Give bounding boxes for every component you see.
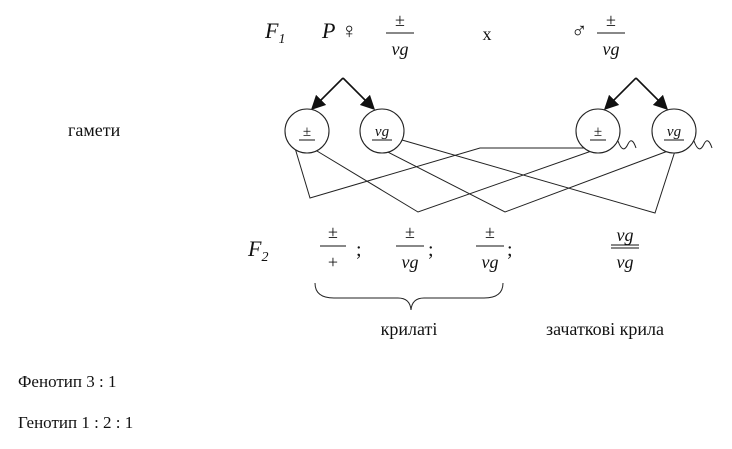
combination-line-1 — [294, 147, 600, 199]
male-symbol: ♂ — [571, 18, 588, 43]
arrow-female-to-gamete-1 — [310, 77, 344, 111]
male-top-allele: ± — [606, 10, 616, 30]
female-gamete-vg-circle — [359, 108, 405, 154]
meiosis-arrows — [310, 77, 669, 111]
cross-sign: x — [483, 24, 492, 44]
genotype-1-separator: ; — [356, 239, 362, 261]
offspring-genotype-3: ± vg ; — [476, 222, 513, 272]
gametes-row: гамети ± vg ± vg — [68, 108, 713, 154]
phenotype-ratio: Фенотип 3 : 1 — [18, 372, 117, 391]
parents-row: F1 P ♀ ± vg x ♂ ± vg — [264, 10, 625, 59]
female-gamete-vg: vg — [359, 108, 405, 154]
female-symbol: ♀ — [341, 18, 358, 43]
winged-phenotype-label: крилаті — [381, 319, 438, 339]
sperm-tail-1 — [617, 140, 637, 150]
offspring-genotype-4: vg vg — [611, 225, 639, 272]
female-gamete-plus-allele: ± — [303, 124, 311, 140]
female-gamete-vg-allele: vg — [375, 124, 390, 140]
vestigial-phenotype-label: зачаткові крила — [546, 319, 664, 339]
genotype-1-top: ± — [328, 222, 338, 242]
fertilization-lines — [294, 139, 677, 214]
offspring-genotype-1: ± + ; — [320, 222, 362, 272]
genotype-2-top: ± — [405, 222, 415, 242]
genotype-4-top: vg — [617, 225, 634, 245]
f2-generation-label: F2 — [247, 236, 268, 265]
male-gamete-vg: vg — [651, 108, 713, 154]
female-bottom-allele: vg — [392, 39, 409, 59]
winged-group-brace — [314, 282, 504, 311]
genotype-ratio: Генотип 1 : 2 : 1 — [18, 413, 134, 432]
male-gamete-plus: ± — [575, 108, 637, 154]
genotype-2-bottom: vg — [402, 252, 419, 272]
arrow-male-to-gamete-1 — [603, 77, 637, 111]
arrow-male-to-gamete-2 — [635, 77, 669, 111]
male-gamete-plus-circle — [575, 108, 621, 154]
sperm-tail-2 — [693, 140, 713, 150]
gametes-label: гамети — [68, 120, 121, 140]
male-gamete-vg-allele: vg — [667, 124, 682, 140]
female-gamete-plus-circle — [284, 108, 330, 154]
male-gamete-plus-allele: ± — [594, 124, 602, 140]
female-gamete-plus: ± — [284, 108, 330, 154]
arrow-female-to-gamete-2 — [342, 77, 376, 111]
female-parent-genotype: ± vg — [386, 10, 414, 59]
male-bottom-allele: vg — [603, 39, 620, 59]
parental-generation-label: P — [321, 18, 335, 43]
genotype-4-bottom: vg — [617, 252, 634, 272]
f1-generation-label: F1 — [264, 18, 285, 47]
male-gamete-vg-circle — [651, 108, 697, 154]
combination-line-2 — [311, 147, 601, 213]
combination-line-4 — [401, 139, 677, 214]
offspring-row: F2 ± + ; ± vg ; ± vg ; vg vg крилаті — [247, 222, 664, 339]
offspring-genotype-2: ± vg ; — [396, 222, 434, 272]
female-top-allele: ± — [395, 10, 405, 30]
combination-line-3 — [379, 147, 677, 213]
genotype-3-bottom: vg — [482, 252, 499, 272]
genotype-2-separator: ; — [428, 239, 434, 261]
genotype-3-separator: ; — [507, 239, 513, 261]
male-parent-genotype: ± vg — [597, 10, 625, 59]
genotype-1-bottom: + — [328, 252, 338, 272]
genotype-3-top: ± — [485, 222, 495, 242]
